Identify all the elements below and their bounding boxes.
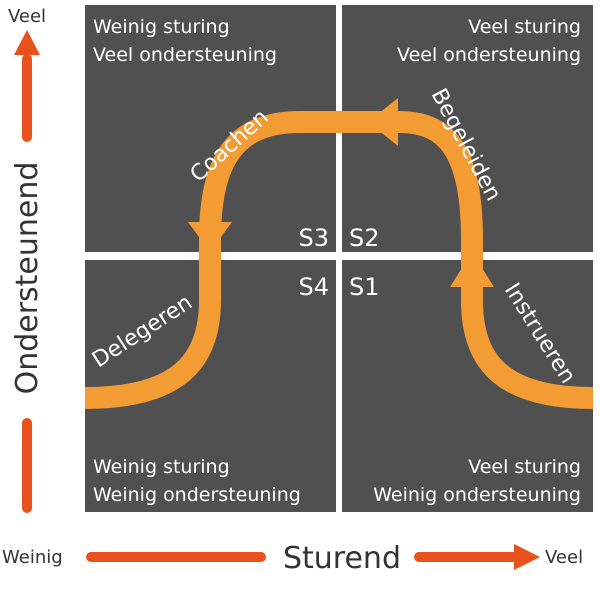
quadrant-top-left-line2: Veel ondersteuning <box>93 44 277 66</box>
horizontal-axis-bar-right <box>414 552 518 562</box>
horizontal-axis-title: Sturend <box>283 541 401 576</box>
curve-arrowhead-left-top <box>368 98 398 146</box>
quadrant-top-right-line1: Veel sturing <box>468 16 581 38</box>
curve-arrowhead-up-right <box>450 252 494 287</box>
vertical-axis-arrowhead-icon <box>14 30 40 55</box>
quadrant-bottom-right-line1: Veel sturing <box>468 456 581 478</box>
style-s1: S1 <box>349 273 380 301</box>
quadrant-top-right-line2: Veel ondersteuning <box>397 44 581 66</box>
style-s3: S3 <box>298 224 329 252</box>
leadership-curve <box>84 111 594 409</box>
quadrant-bottom-left-line1: Weinig sturing <box>93 456 230 478</box>
vertical-axis-high-label: Veel <box>8 6 46 27</box>
style-s2: S2 <box>349 224 380 252</box>
vertical-axis-bar-bottom <box>22 418 32 513</box>
style-s4: S4 <box>298 273 329 301</box>
vertical-axis-title: Ondersteunend <box>10 162 45 395</box>
quadrant-top-left-line1: Weinig sturing <box>93 16 230 38</box>
horizontal-axis-arrowhead-icon <box>514 544 540 570</box>
horizontal-axis-bar-left <box>86 552 266 562</box>
curve-arrowhead-down-left <box>188 222 232 252</box>
quadrant-bottom-left-line2: Weinig ondersteuning <box>93 484 301 506</box>
quadrant-bottom-right-line2: Weinig ondersteuning <box>373 484 581 506</box>
vertical-axis-bar-top <box>22 54 32 142</box>
horizontal-axis-low-label: Weinig <box>2 547 63 568</box>
horizontal-axis-high-label: Veel <box>545 547 583 568</box>
